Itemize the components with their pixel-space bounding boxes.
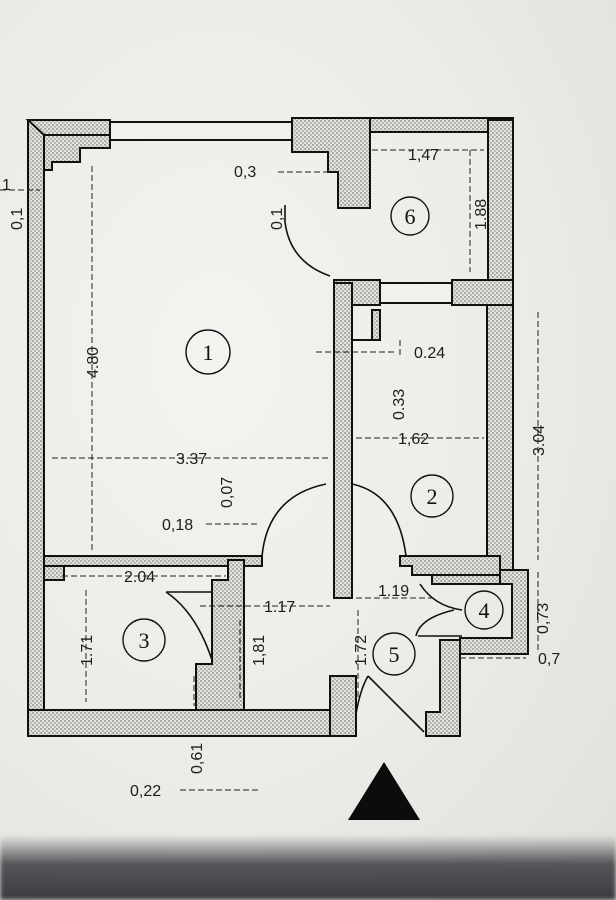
dim-1-81: 1,81 xyxy=(251,635,268,666)
wall-room2-bottom xyxy=(399,555,501,576)
door-room4-lower xyxy=(415,609,455,637)
door-entrance xyxy=(367,675,425,733)
dim-0-24: 0.24 xyxy=(414,345,445,362)
wall-room3-top xyxy=(43,565,65,581)
dim-0-33: 0.33 xyxy=(391,389,408,420)
door-room4-upper xyxy=(419,583,463,611)
room-2-label: 2 xyxy=(410,474,454,518)
room-4-number: 4 xyxy=(479,598,490,623)
photo-shadow xyxy=(0,835,616,900)
dim-0-3: 0,3 xyxy=(234,164,256,181)
north-arrow-triangle-icon xyxy=(348,762,420,820)
room-3-label: 3 xyxy=(122,618,166,662)
room-1-label: 1 xyxy=(185,329,231,375)
dim-0-22: 0,22 xyxy=(130,783,161,800)
dim-1-62: 1,62 xyxy=(398,431,429,448)
room-3-number: 3 xyxy=(139,628,150,653)
room-6-number: 6 xyxy=(405,204,416,229)
dim-0-1-door: 0,1 xyxy=(269,208,286,230)
room-2-number: 2 xyxy=(427,484,438,509)
dim-0-73: 0,73 xyxy=(535,603,552,634)
dim-3-37: 3.37 xyxy=(176,451,207,468)
dim-1-72: 1.72 xyxy=(353,635,370,666)
wall-room4-right xyxy=(459,569,529,655)
dimension-labels: 0,3 1,47 1 0,1 0,1 1.88 4.80 0.24 0.33 1… xyxy=(2,147,560,800)
dim-0-1-left: 0,1 xyxy=(9,208,26,230)
dimension-lines xyxy=(0,149,539,791)
room-5-number: 5 xyxy=(389,642,400,667)
window-top xyxy=(109,121,293,141)
dim-2-04: 2.04 xyxy=(124,569,155,586)
dim-1-47: 1,47 xyxy=(408,147,439,164)
dim-1-17: 1.17 xyxy=(264,599,295,616)
wall-room1-bottom xyxy=(43,555,263,567)
wall-exterior-left xyxy=(27,119,45,719)
dim-0-61: 0,61 xyxy=(189,743,206,774)
dim-1-71: 1.71 xyxy=(79,635,96,666)
wall-right-room2 xyxy=(486,304,514,576)
dim-1-88: 1.88 xyxy=(473,199,490,230)
wall-partition-1-2 xyxy=(333,282,381,599)
door-room3 xyxy=(165,591,213,661)
room-1-number: 1 xyxy=(203,340,214,365)
wall-right-room6 xyxy=(487,119,514,306)
dim-1-edge: 1 xyxy=(2,177,11,194)
wall-partition-3-hall xyxy=(195,559,245,711)
room-5-label: 5 xyxy=(372,632,416,676)
wall-bottom-left xyxy=(27,709,357,737)
wall-top-right-pillar xyxy=(291,117,371,209)
room-4-label: 4 xyxy=(464,590,504,630)
dim-0-07: 0,07 xyxy=(219,477,236,508)
dim-1-19: 1.19 xyxy=(378,583,409,600)
walls xyxy=(25,117,529,737)
wall-lower-right xyxy=(425,639,461,737)
wall-top-left xyxy=(25,119,111,136)
door-room1 xyxy=(261,483,327,557)
door-room6 xyxy=(284,221,331,277)
dim-4-80: 4.80 xyxy=(85,347,102,378)
wall-room4-top xyxy=(431,574,501,585)
wall-hall-bottom-stub xyxy=(329,675,357,737)
wall-room6-bottom-right xyxy=(451,279,514,306)
dim-0-18: 0,18 xyxy=(162,517,193,534)
doors xyxy=(165,205,463,733)
door-entrance-arc xyxy=(355,675,369,715)
wall-top-left-step xyxy=(43,134,111,171)
dim-0-7: 0,7 xyxy=(538,651,560,668)
room-labels: 1 2 3 4 5 6 xyxy=(122,196,504,676)
window-room6 xyxy=(379,282,453,304)
room-6-label: 6 xyxy=(390,196,430,236)
dim-3-04: 3.04 xyxy=(531,425,548,456)
door-room2 xyxy=(351,483,407,557)
